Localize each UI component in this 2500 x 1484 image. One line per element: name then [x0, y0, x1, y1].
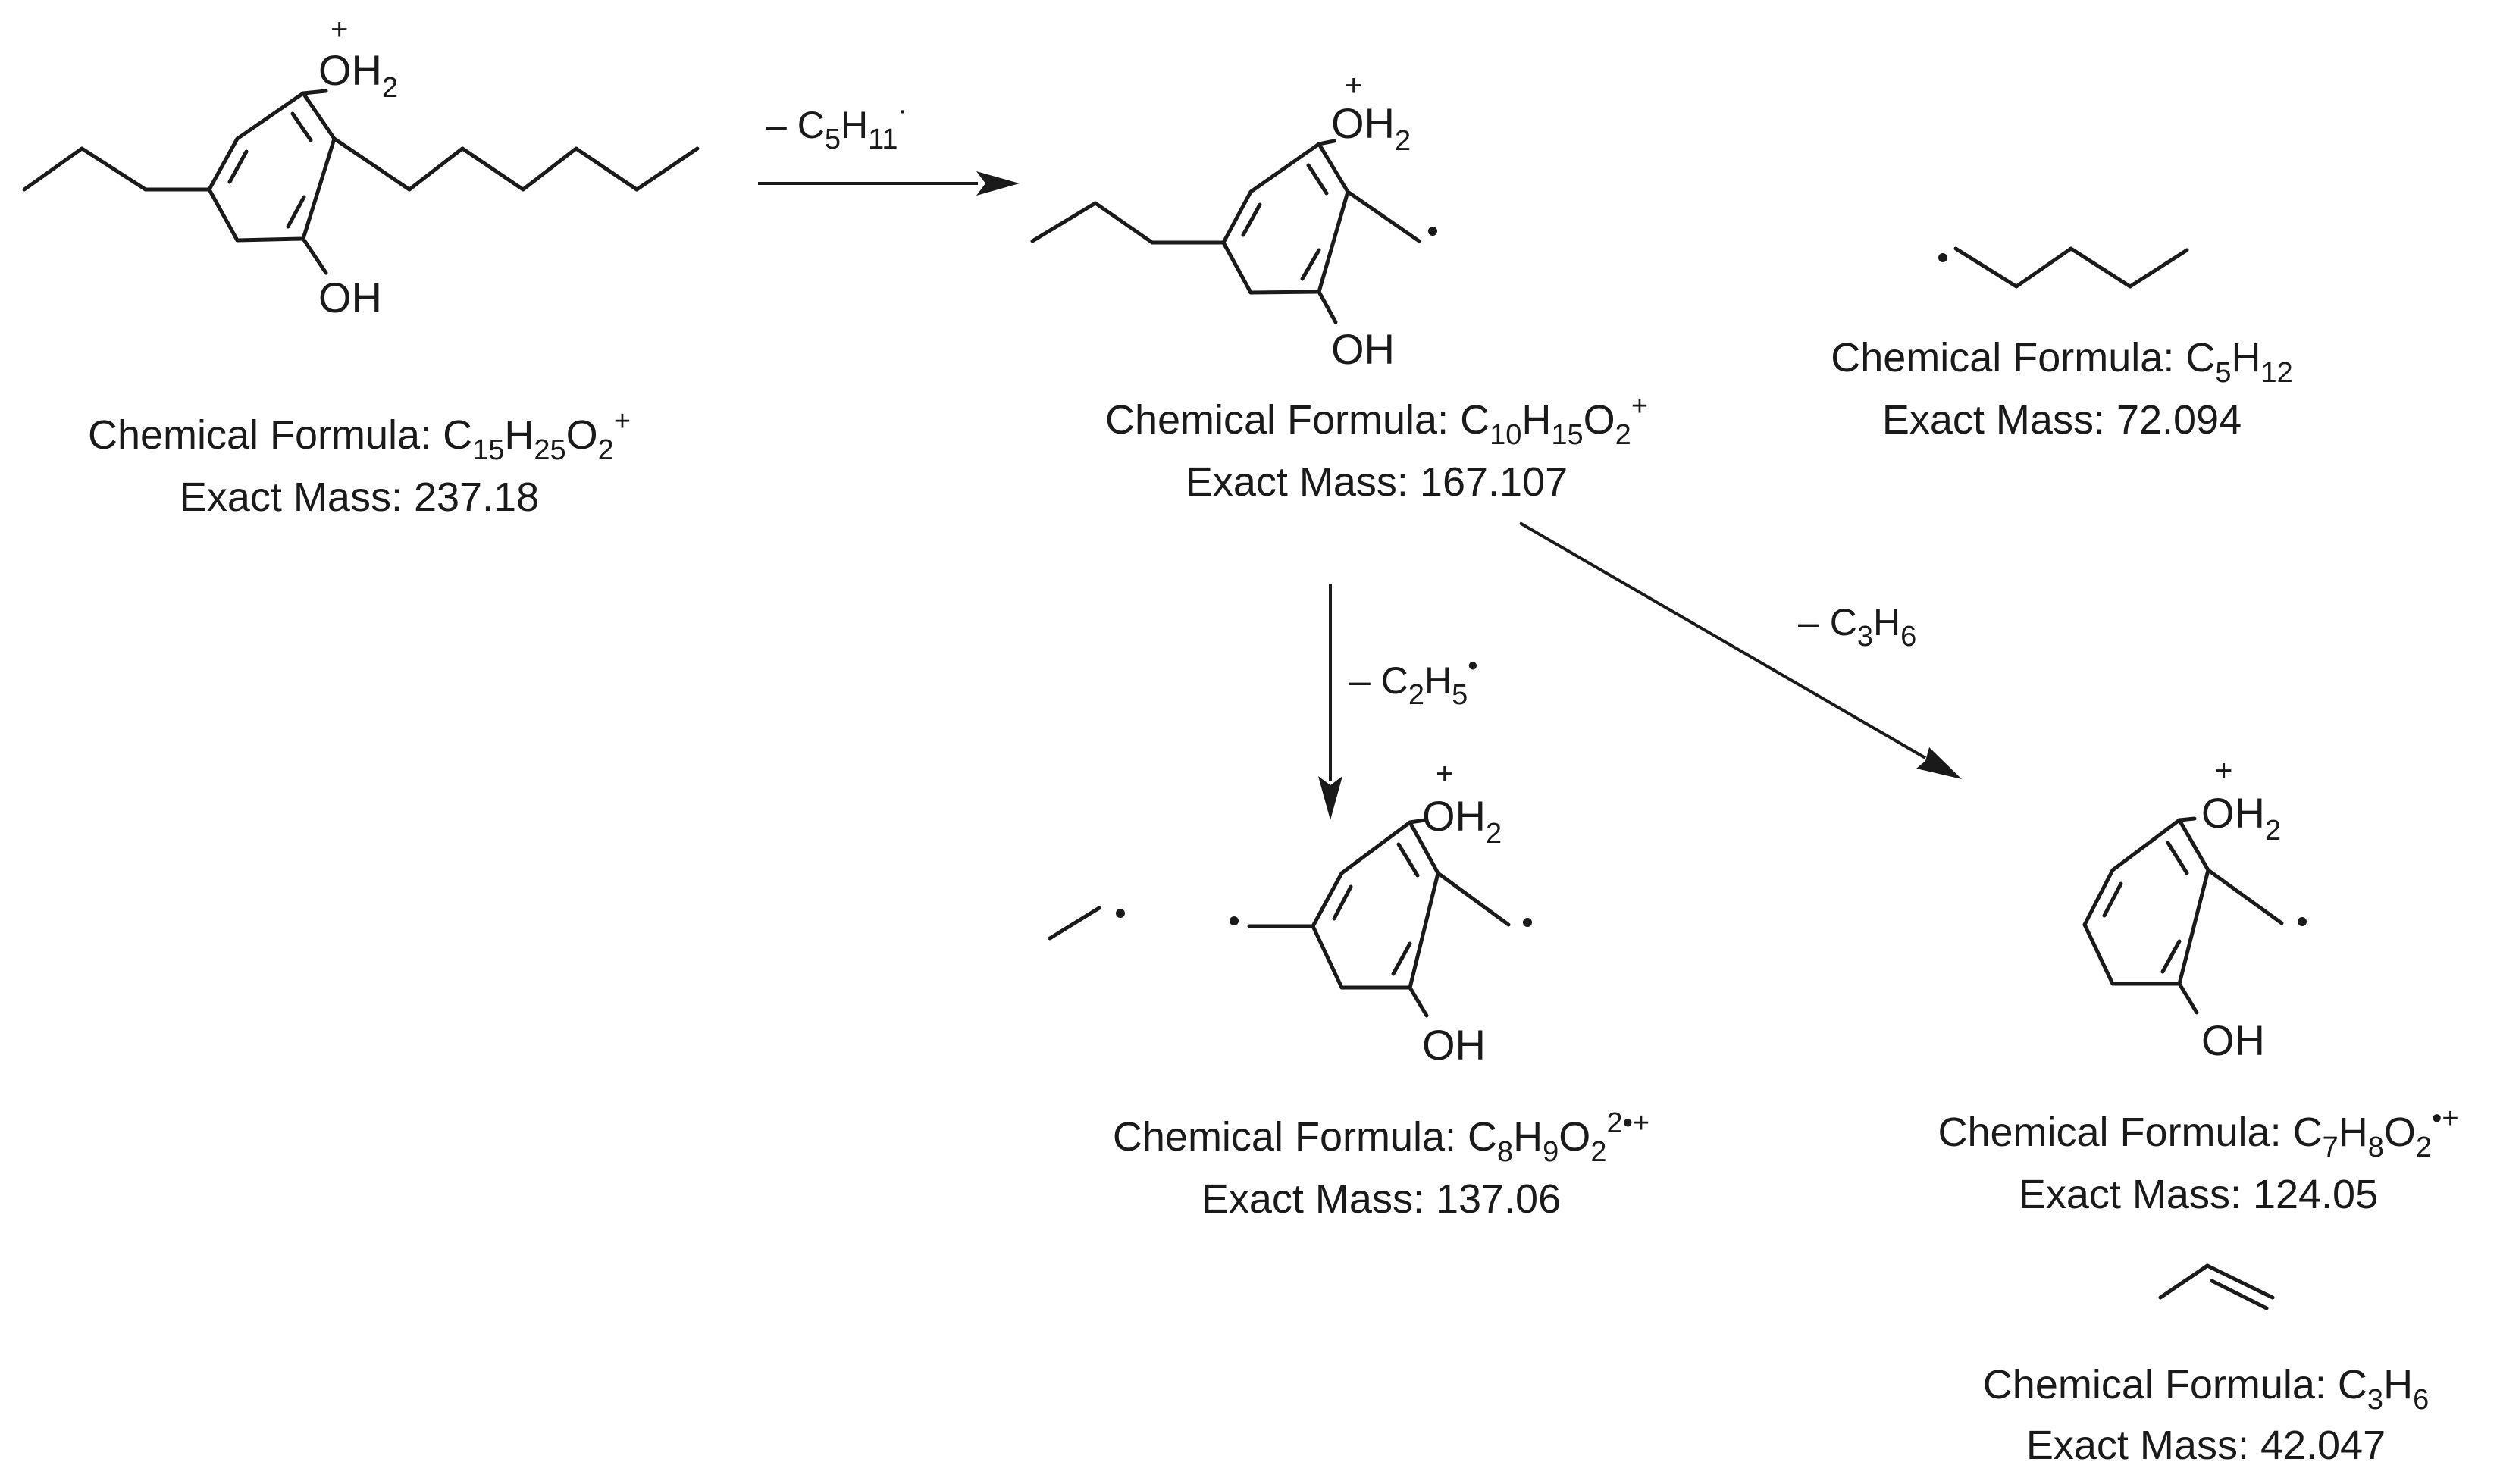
fragment-137-label: Chemical Formula: C8H9O22•+ Exact Mass: …: [1113, 1107, 1649, 1222]
parent-label: Chemical Formula: C15H25O2+ Exact Mass: …: [88, 405, 631, 520]
hydroxyl-group: OH: [318, 274, 382, 321]
arrow-loss-c5h11: – C5H11·: [758, 95, 1020, 196]
hydroxyl-group: OH: [1422, 1021, 1486, 1069]
oxonium-group: OH2: [2201, 789, 2281, 847]
methyl-stub-right: [1436, 871, 1511, 927]
pentyl-formula: Chemical Formula: C5H12: [1831, 335, 2293, 389]
arrow-loss-c2h5: – C2H5•: [1318, 584, 1478, 820]
loss-label-c3h6: – C3H6: [1798, 601, 1916, 653]
oxonium-group: OH2: [1422, 792, 1502, 850]
propene-label: Chemical Formula: C3H6 Exact Mass: 42.04…: [1983, 1362, 2429, 1468]
fragment-124-label: Chemical Formula: C7H8O2•+ Exact Mass: 1…: [1938, 1103, 2458, 1217]
propene-mass: Exact Mass: 42.047: [2026, 1423, 2386, 1468]
propyl-chain: [1030, 201, 1226, 245]
oxonium-group: OH2: [1331, 99, 1411, 157]
fragment-124-formula: Chemical Formula: C7H8O2•+: [1938, 1103, 2458, 1163]
oxonium-charge: +: [1436, 757, 1453, 791]
methylene-bond: [1346, 189, 1421, 243]
parent-formula: Chemical Formula: C15H25O2+: [88, 405, 631, 466]
hydroxyl-group: OH: [2201, 1016, 2265, 1064]
radical-dot: [1938, 253, 1947, 262]
fragment-137-formula: Chemical Formula: C8H9O22•+: [1113, 1107, 1649, 1168]
benzene-ring: [207, 91, 337, 243]
radical-dot: [1230, 916, 1239, 925]
benzene-ring: [1311, 820, 1440, 990]
methylene-bond: [2206, 868, 2284, 925]
c-o-bond: [301, 89, 328, 95]
hexyl-chain: [332, 136, 700, 192]
radical-dot: [1116, 909, 1125, 918]
pentyl-mass: Exact Mass: 72.094: [1882, 397, 2242, 443]
fragment-124-structure: + OH2 OH: [2082, 754, 2307, 1064]
radical-dot: [1428, 227, 1437, 236]
arrow-loss-c3h6: – C3H6: [1518, 521, 1962, 779]
c-oh-bond: [301, 236, 328, 275]
benzene-ring: [2082, 818, 2210, 986]
oxonium-charge: +: [331, 13, 348, 46]
fragment-137-structure: + OH2 OH: [1230, 757, 1532, 1069]
oxonium-charge: +: [1345, 69, 1362, 102]
fragment-167-mass: Exact Mass: 167.107: [1186, 459, 1568, 505]
parent-mass: Exact Mass: 237.18: [180, 474, 539, 520]
propene-formula: Chemical Formula: C3H6: [1983, 1362, 2429, 1416]
pentyl-structure: [1938, 246, 2189, 289]
loss-label-c5h11: – C5H11·: [766, 95, 907, 155]
parent-structure: + OH2 OH: [22, 13, 700, 321]
oxonium-group: OH2: [318, 46, 398, 104]
fragment-137-mass: Exact Mass: 137.06: [1201, 1176, 1561, 1222]
hydroxyl-group: OH: [1331, 325, 1395, 373]
radical-dot: [1523, 918, 1532, 927]
pentyl-label: Chemical Formula: C5H12 Exact Mass: 72.0…: [1831, 335, 2293, 443]
propene-structure: [2158, 1263, 2275, 1310]
fragment-167-label: Chemical Formula: C10H15O2+ Exact Mass: …: [1105, 390, 1648, 505]
fragment-167-formula: Chemical Formula: C10H15O2+: [1105, 390, 1648, 451]
loss-label-c2h5: – C2H5•: [1349, 650, 1478, 711]
ethyl-radical-structure: [1048, 906, 1125, 941]
propyl-chain: [22, 146, 211, 192]
benzene-ring: [1221, 142, 1350, 295]
fragment-167-structure: + OH2 OH: [1030, 69, 1437, 373]
oxonium-charge: +: [2215, 754, 2232, 787]
radical-dot: [2298, 917, 2307, 926]
fragment-124-mass: Exact Mass: 124.05: [2019, 1172, 2378, 1217]
